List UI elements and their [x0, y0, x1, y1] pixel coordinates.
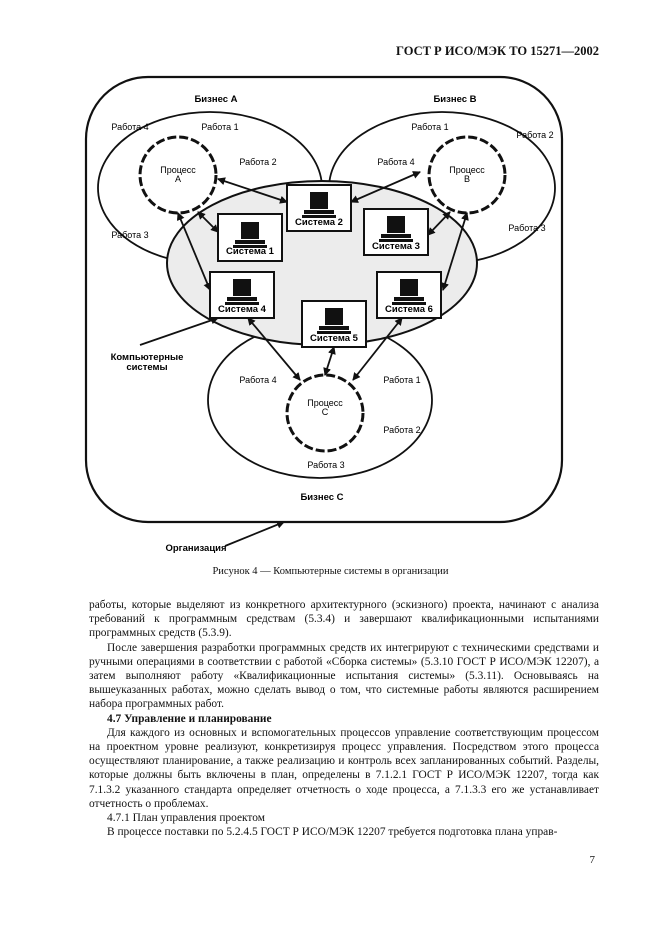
- process-a-label: Процесс: [160, 165, 196, 175]
- svg-text:системы: системы: [126, 362, 167, 373]
- process-b-label: Процесс: [449, 165, 485, 175]
- paragraph: работы, которые выделяют из конкретного …: [89, 599, 599, 640]
- c-work-2: Работа 2: [383, 425, 420, 435]
- paragraph: В процессе поставки по 5.2.4.5 ГОСТ Р ИС…: [107, 826, 558, 839]
- subsection-heading: 4.7.1 План управления проектом: [107, 812, 265, 825]
- business-b-label: Бизнес В: [433, 94, 476, 105]
- system-5: Система 5: [301, 300, 367, 348]
- system-6: Система 6: [376, 271, 442, 319]
- svg-text:Система 3: Система 3: [372, 241, 420, 252]
- section-heading: 4.7 Управление и планирование: [107, 712, 272, 725]
- b-work-4: Работа 4: [377, 157, 414, 167]
- svg-text:Система 4: Система 4: [218, 304, 267, 315]
- computer-systems-label: Компьютерные: [111, 352, 184, 363]
- organization-diagram: Система 1 Система 2 Система 3 Система 4 …: [84, 75, 564, 554]
- paragraph: После завершения разработки программных …: [89, 641, 599, 711]
- a-work-4: Работа 4: [111, 122, 148, 132]
- document-header: ГОСТ Р ИСО/МЭК ТО 15271—2002: [396, 44, 599, 58]
- business-c-label: Бизнес С: [300, 492, 343, 503]
- c-work-1: Работа 1: [383, 375, 420, 385]
- figure-caption: Рисунок 4 — Компьютерные системы в орган…: [212, 566, 449, 577]
- svg-text:В: В: [464, 174, 470, 184]
- b-work-1: Работа 1: [411, 122, 448, 132]
- b-work-3: Работа 3: [508, 223, 545, 233]
- a-work-2: Работа 2: [239, 157, 276, 167]
- business-a-label: Бизнес А: [194, 94, 237, 105]
- system-4: Система 4: [209, 271, 275, 319]
- svg-text:А: А: [175, 174, 181, 184]
- svg-text:Система 6: Система 6: [385, 304, 433, 315]
- page-number: 7: [589, 854, 596, 866]
- c-work-3: Работа 3: [307, 460, 344, 470]
- svg-text:Система 1: Система 1: [226, 246, 275, 257]
- system-2: Система 2: [286, 184, 352, 232]
- svg-text:Система 5: Система 5: [310, 333, 359, 344]
- a-work-3: Работа 3: [111, 230, 148, 240]
- organization-label: Организация: [165, 543, 226, 554]
- process-b-circle: [427, 135, 507, 215]
- system-3: Система 3: [363, 208, 429, 256]
- body-text: работы, которые выделяют из конкретного …: [89, 598, 599, 839]
- system-1: Система 1: [217, 213, 283, 262]
- b-work-2: Работа 2: [516, 130, 553, 140]
- organization-boundary: [84, 75, 564, 524]
- process-c-circle: [285, 373, 365, 453]
- c-work-4: Работа 4: [239, 375, 276, 385]
- svg-text:Система 2: Система 2: [295, 217, 343, 228]
- process-a-circle: [138, 135, 218, 215]
- svg-text:С: С: [322, 407, 329, 417]
- a-work-1: Работа 1: [201, 122, 238, 132]
- paragraph: Для каждого из основных и вспомогательны…: [89, 726, 599, 810]
- process-c-label: Процесс: [307, 398, 343, 408]
